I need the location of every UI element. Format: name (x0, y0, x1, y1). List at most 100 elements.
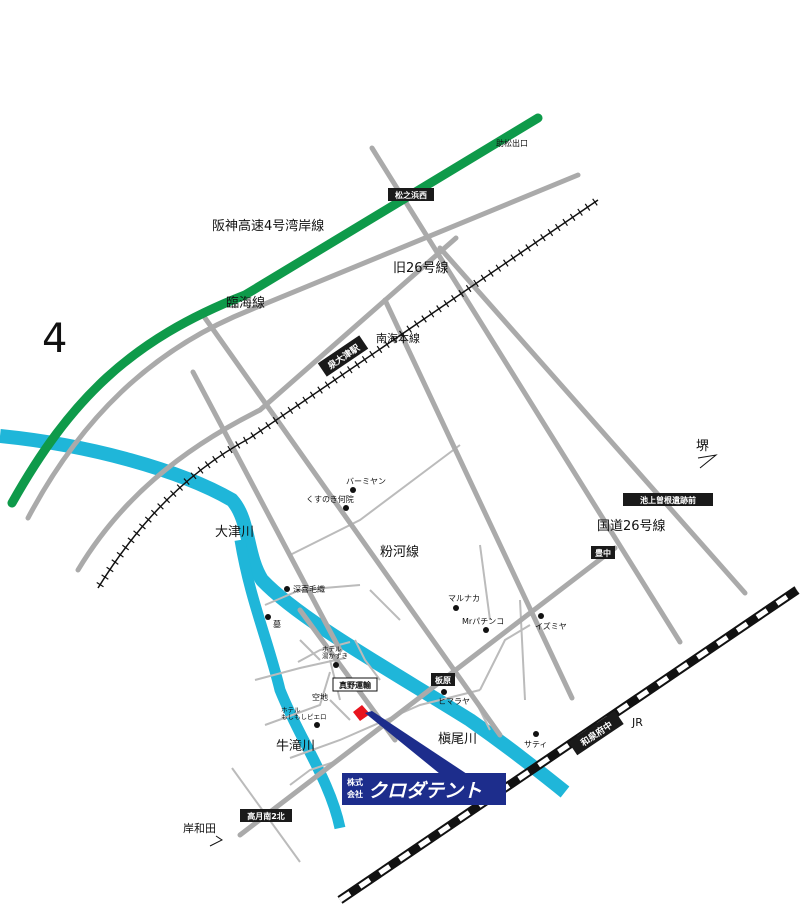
rail-tick (227, 445, 233, 454)
road-diag-3 (437, 245, 748, 596)
svg-text:ヒマラヤ: ヒマラヤ (438, 697, 470, 706)
rail-tick (96, 581, 104, 588)
rail-tick (436, 305, 442, 313)
svg-text:深喜毛織: 深喜毛織 (293, 584, 325, 594)
rail-tick (480, 274, 487, 282)
rail-tick (138, 523, 146, 530)
rail-tick (127, 537, 135, 544)
rail-tick (163, 496, 171, 504)
rail-tick (317, 386, 323, 394)
site-callout-pointer (365, 711, 470, 778)
rail-tick (577, 208, 583, 216)
landmark-kuchi: 空地 (312, 692, 328, 702)
rail-tick (540, 234, 546, 242)
rail-tick (555, 223, 561, 232)
rail-tick (219, 450, 226, 459)
rail-tick (235, 441, 241, 449)
rail-tick (122, 544, 130, 551)
rail-tick (354, 361, 360, 369)
hotel2-line2: もしもしピエロ (281, 713, 327, 721)
svg-text:Mrパチンコ: Mrパチンコ (462, 617, 504, 626)
company-prefix-top: 株式 (347, 777, 363, 787)
rail-tick (406, 325, 412, 333)
ushitaki-river-label: 牛滝川 (276, 739, 315, 754)
rail-tick (369, 350, 375, 359)
nankai-label: 南海本線 (376, 331, 420, 345)
kokawa-road (202, 315, 503, 738)
rail-tick (532, 239, 539, 247)
otsu-river (0, 429, 570, 798)
otsu-river-label: 大津川 (215, 525, 254, 540)
rail-tick (413, 320, 420, 328)
kokawa-label: 粉河線 (380, 544, 419, 560)
landmarks: バーミヤン くすのき何院 深喜毛織 墓 ホテル 湯かずき 真野運輸 空地 (265, 477, 567, 749)
place-labels: 堺 岸和田 JR (183, 439, 709, 835)
landmark-hotel2: ホテル もしもしピエロ (281, 706, 327, 728)
company-prefix-bottom: 会社 (347, 789, 363, 799)
rail-tick (339, 371, 346, 379)
rail-tick (503, 259, 509, 267)
rail-tick (584, 203, 591, 211)
landmark-izumiya: イズミヤ (535, 613, 567, 631)
rail-tick (204, 461, 211, 469)
svg-text:ホテル 湯かずき: ホテル 湯かずき (322, 645, 348, 660)
svg-text:くすのき何院: くすのき何院 (306, 494, 354, 504)
svg-text:ホテル もしもしピエロ: ホテル もしもしピエロ (281, 706, 327, 721)
rail-tick (150, 509, 158, 517)
landmark-haka: 墓 (265, 614, 281, 629)
svg-text:松之浜西: 松之浜西 (395, 190, 427, 200)
rail-tick (190, 472, 197, 480)
expressway-label: 阪神高速4号湾岸線 (212, 218, 324, 234)
landmark-mr-pachinko: Mrパチンコ (462, 617, 504, 633)
rail-tick (391, 335, 398, 343)
rail-tick (265, 421, 271, 430)
rail-tick (458, 289, 464, 298)
rail-tick (451, 294, 457, 303)
site-marker (353, 705, 470, 778)
rail-tick (106, 566, 114, 573)
rail-tick (197, 466, 204, 474)
sakai-label: 堺 (696, 439, 709, 454)
landmark-bamiyan: バーミヤン (346, 477, 386, 493)
rail-tick (347, 366, 353, 374)
road-layer (25, 145, 748, 838)
rail-tick (287, 406, 294, 415)
rail-tick (309, 391, 316, 399)
rail-tick (495, 264, 502, 272)
svg-text:空地: 空地 (312, 692, 328, 702)
svg-text:マルナカ: マルナカ (448, 594, 480, 603)
rail-tick (250, 432, 256, 440)
jr-label: JR (631, 716, 643, 729)
landmark-kusunoki: くすのき何院 (306, 494, 354, 511)
rail-tick (547, 228, 554, 237)
rail-tick (443, 300, 450, 308)
svg-text:池上曽根遺跡前: 池上曽根遺跡前 (640, 495, 696, 505)
north-mark: 4 (42, 316, 67, 362)
rail-tick (170, 490, 177, 497)
rail-tick (488, 269, 494, 277)
makio-river-label: 槇尾川 (438, 732, 477, 747)
takatsuki-road (237, 545, 618, 838)
landmark-satei: サティ (524, 731, 548, 749)
rail-tick (465, 284, 472, 293)
itahara-box: 板原 (431, 673, 455, 686)
rail-tick (280, 411, 286, 420)
rail-tick (428, 310, 435, 318)
rail-tick (302, 396, 308, 404)
expressway-line (7, 113, 543, 508)
rail-tick (525, 244, 531, 252)
rail-tick (569, 213, 576, 221)
rail-tick (176, 484, 183, 491)
company-name: クロダテント (368, 780, 482, 802)
rinkai-label: 臨海線 (226, 295, 265, 311)
svg-text:イズミヤ: イズミヤ (535, 621, 567, 631)
rail-tick (116, 551, 124, 558)
rail-tick (101, 574, 109, 580)
rail-tick (257, 427, 264, 435)
rail-tick (272, 416, 279, 425)
rail-tick (133, 530, 141, 537)
rail-tick (361, 355, 368, 364)
direction-arrows (209, 454, 718, 847)
rail-tick (473, 279, 479, 288)
rail-tick (384, 340, 390, 348)
